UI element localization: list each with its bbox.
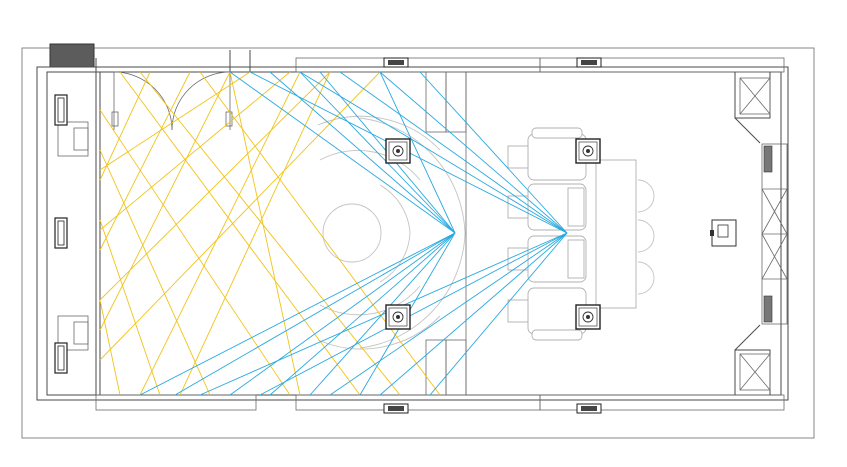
surround-speakers bbox=[385, 138, 601, 330]
square-speaker-icon bbox=[385, 304, 411, 330]
square-speaker-icon bbox=[575, 304, 601, 330]
front-reflection-ray bbox=[99, 149, 211, 396]
front-reflection-ray bbox=[99, 71, 381, 361]
wall-mounted-speaker-icon bbox=[54, 342, 68, 374]
front-reflection-ray bbox=[199, 71, 441, 396]
front-reflection-ray bbox=[99, 109, 291, 396]
front-reflection-ray bbox=[99, 219, 161, 396]
rear-reflection-ray bbox=[269, 71, 456, 234]
plate-speaker-icon bbox=[576, 403, 602, 414]
equipment-block bbox=[49, 43, 95, 68]
rear-reflection-ray bbox=[379, 71, 568, 234]
rear-reflection-ray bbox=[174, 232, 456, 396]
plate-speaker-icon bbox=[576, 57, 602, 68]
square-speaker-icon bbox=[385, 138, 411, 164]
square-speaker-icon bbox=[575, 138, 601, 164]
front-reflection-ray bbox=[179, 71, 331, 396]
rear-reflection-ray bbox=[229, 232, 456, 396]
wall-speakers bbox=[54, 94, 68, 374]
recliner-seat-icon bbox=[507, 235, 587, 283]
recliner-seat-icon bbox=[507, 287, 587, 341]
entry-doors bbox=[111, 71, 233, 131]
front-reflection-ray bbox=[99, 71, 331, 301]
front-reflection-ray bbox=[99, 71, 191, 251]
left-niches bbox=[57, 121, 89, 351]
wall-mounted-speaker-icon bbox=[54, 94, 68, 126]
rear-reflection-ray bbox=[139, 232, 456, 396]
rear-reflection-paths bbox=[139, 71, 568, 396]
equipment-rack-icon bbox=[761, 143, 788, 325]
front-reflection-ray bbox=[99, 71, 151, 181]
rear-reflection-ray bbox=[379, 71, 456, 234]
rear-reflection-ray bbox=[299, 71, 568, 234]
rear-reflection-ray bbox=[329, 232, 568, 396]
recliner-seat-icon bbox=[507, 127, 587, 181]
room-walls bbox=[36, 50, 789, 411]
projector-icon bbox=[710, 219, 737, 247]
rear-reflection-ray bbox=[339, 71, 568, 234]
rear-reflection-ray bbox=[429, 232, 568, 396]
x-marked-column-icon-top bbox=[739, 77, 771, 115]
x-marked-column-icon-bottom bbox=[739, 353, 771, 391]
front-reflection-ray bbox=[139, 71, 401, 396]
rear-reflection-ray bbox=[229, 71, 456, 234]
rear-reflection-ray bbox=[269, 232, 456, 396]
front-reflection-ray bbox=[99, 71, 291, 231]
plate-speaker-icon bbox=[383, 57, 409, 68]
front-reflection-ray bbox=[119, 71, 361, 396]
front-reflection-ray bbox=[99, 71, 251, 171]
rear-reflection-ray bbox=[259, 232, 568, 396]
rear-reflection-ray bbox=[419, 71, 568, 234]
site-boundary bbox=[21, 47, 815, 439]
wall-mounted-speaker-icon bbox=[54, 217, 68, 249]
front-reflection-ray bbox=[229, 71, 301, 396]
rear-reflection-ray bbox=[299, 71, 456, 234]
front-reflection-paths bbox=[99, 71, 441, 396]
front-reflection-ray bbox=[99, 71, 231, 331]
plate-speaker-icon bbox=[383, 403, 409, 414]
front-reflection-ray bbox=[99, 299, 121, 396]
front-reflection-ray bbox=[139, 71, 301, 396]
rear-reflection-ray bbox=[379, 232, 568, 396]
ceiling-plate-speakers bbox=[383, 57, 602, 414]
rear-reflection-ray bbox=[199, 232, 568, 396]
